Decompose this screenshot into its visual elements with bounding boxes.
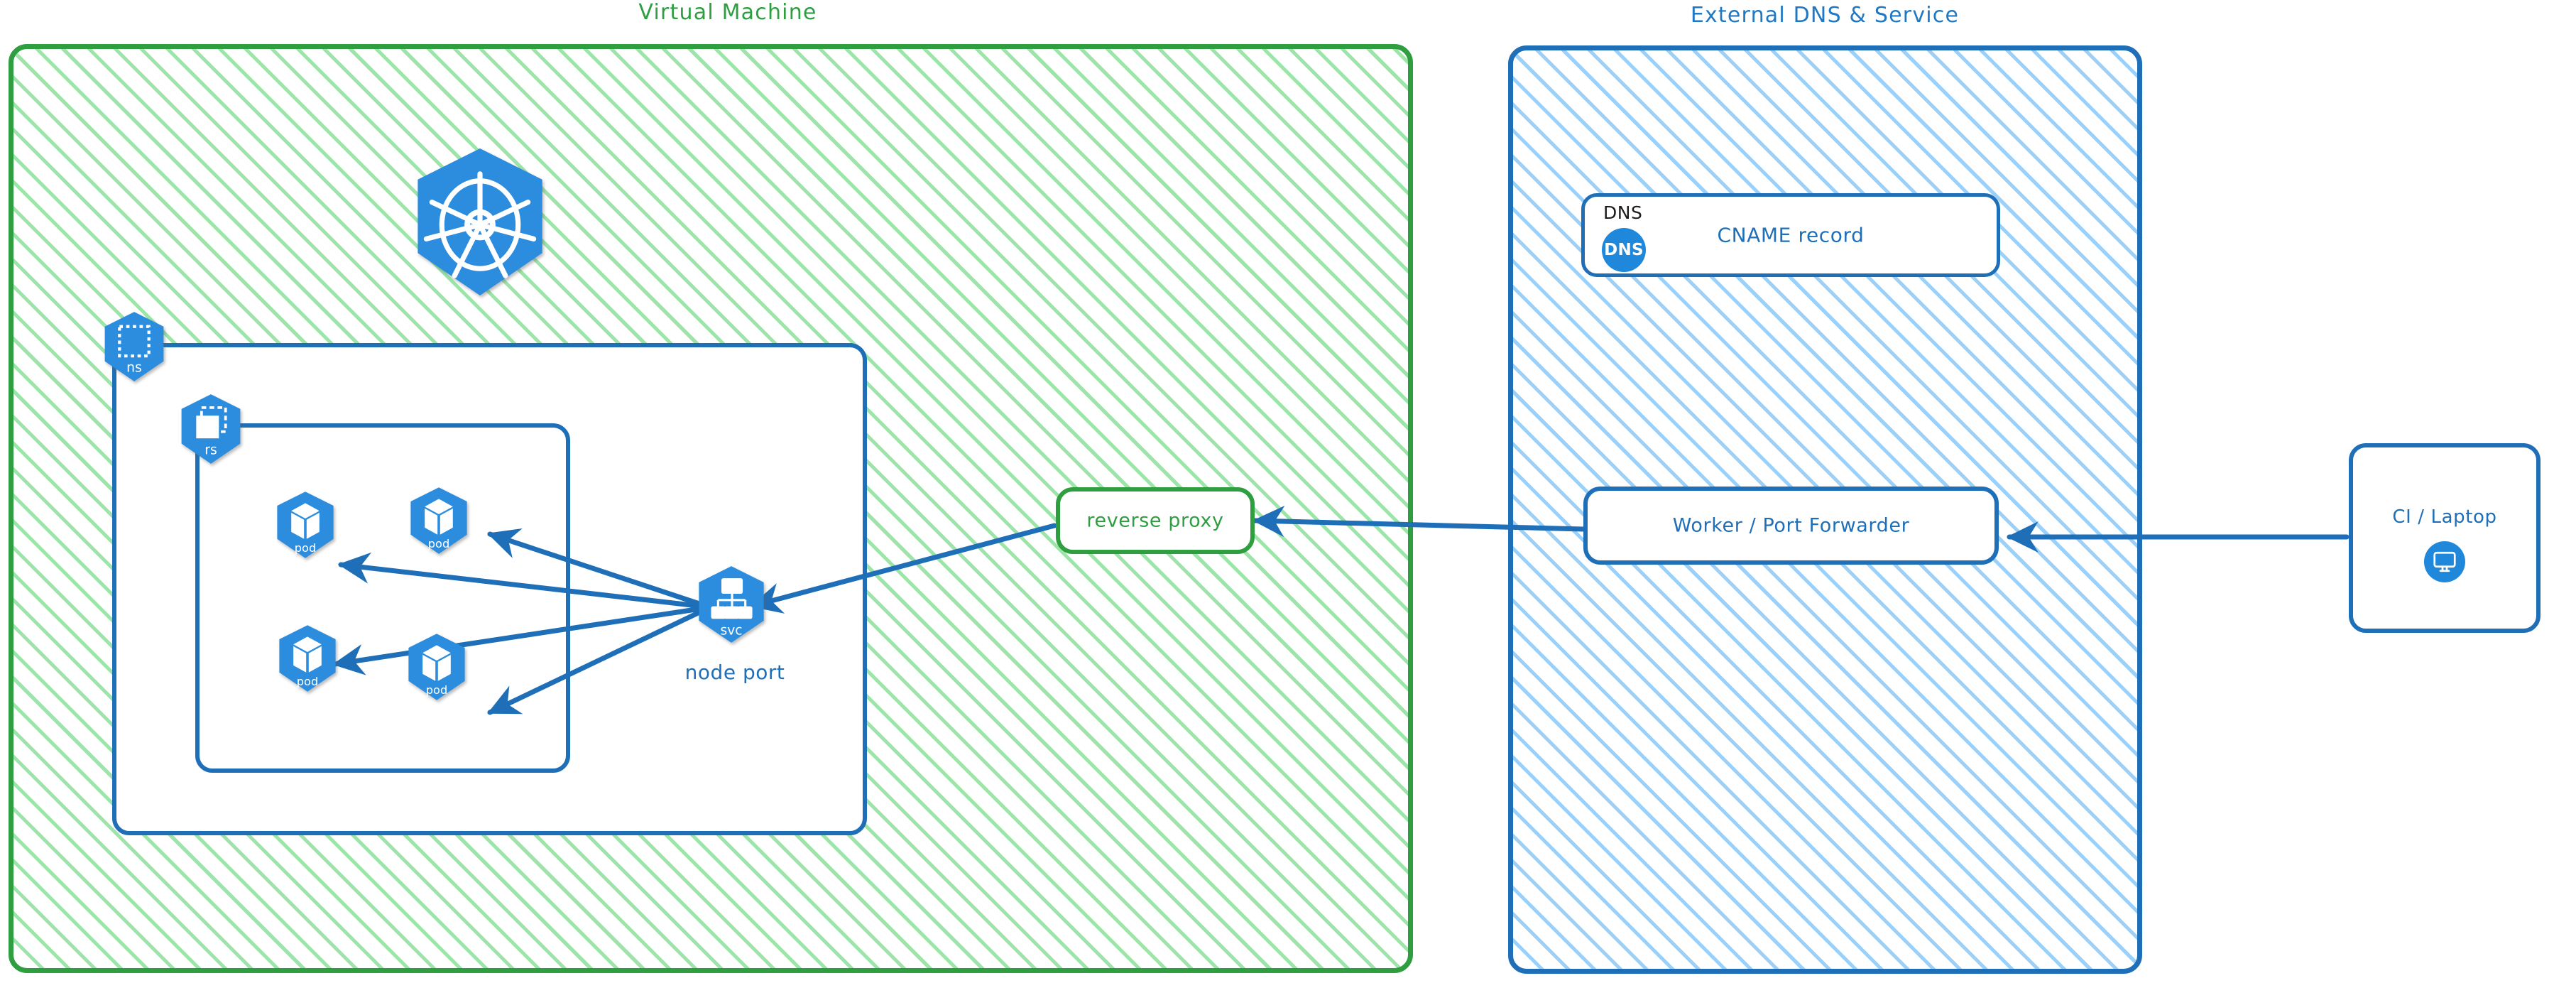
svg-text:svc: svc bbox=[720, 624, 742, 639]
dns-icon: DNS bbox=[1602, 228, 1646, 272]
svg-text:pod: pod bbox=[426, 683, 447, 697]
k8s-pod-icon: pod bbox=[407, 486, 471, 555]
group-title-external-dns-service: External DNS & Service bbox=[1690, 3, 1960, 28]
node-port-caption: node port bbox=[684, 661, 785, 684]
dns-record-title: CNAME record bbox=[1717, 223, 1865, 247]
replicaset-container[interactable] bbox=[195, 423, 570, 773]
svg-text:ns: ns bbox=[126, 361, 142, 376]
reverse-proxy-label: reverse proxy bbox=[1086, 509, 1224, 532]
k8s-pod-icon: pod bbox=[405, 632, 469, 702]
k8s-pod-icon: pod bbox=[273, 490, 337, 560]
reverse-proxy-box[interactable]: reverse proxy bbox=[1056, 487, 1255, 554]
worker-port-forwarder-box[interactable]: Worker / Port Forwarder bbox=[1583, 487, 1999, 565]
k8s-namespace-icon: ns bbox=[101, 310, 168, 383]
group-title-virtual-machine: Virtual Machine bbox=[638, 0, 817, 25]
svg-text:rs: rs bbox=[204, 443, 217, 458]
ci-laptop-box[interactable]: CI / Laptop bbox=[2349, 443, 2540, 633]
dns-record-card[interactable]: DNS DNS CNAME record bbox=[1581, 193, 2000, 277]
worker-port-forwarder-label: Worker / Port Forwarder bbox=[1672, 514, 1910, 537]
dns-kind-label: DNS bbox=[1603, 202, 1643, 223]
k8s-service-icon: svc bbox=[694, 565, 768, 644]
svg-text:pod: pod bbox=[297, 675, 318, 688]
monitor-icon bbox=[2424, 541, 2465, 582]
k8s-replicaset-icon: rs bbox=[178, 393, 244, 465]
k8s-pod-icon: pod bbox=[275, 624, 339, 693]
ci-laptop-label: CI / Laptop bbox=[2392, 506, 2497, 528]
svg-text:pod: pod bbox=[295, 541, 316, 555]
kubernetes-wheel-icon bbox=[409, 146, 551, 298]
svg-text:pod: pod bbox=[428, 537, 449, 550]
